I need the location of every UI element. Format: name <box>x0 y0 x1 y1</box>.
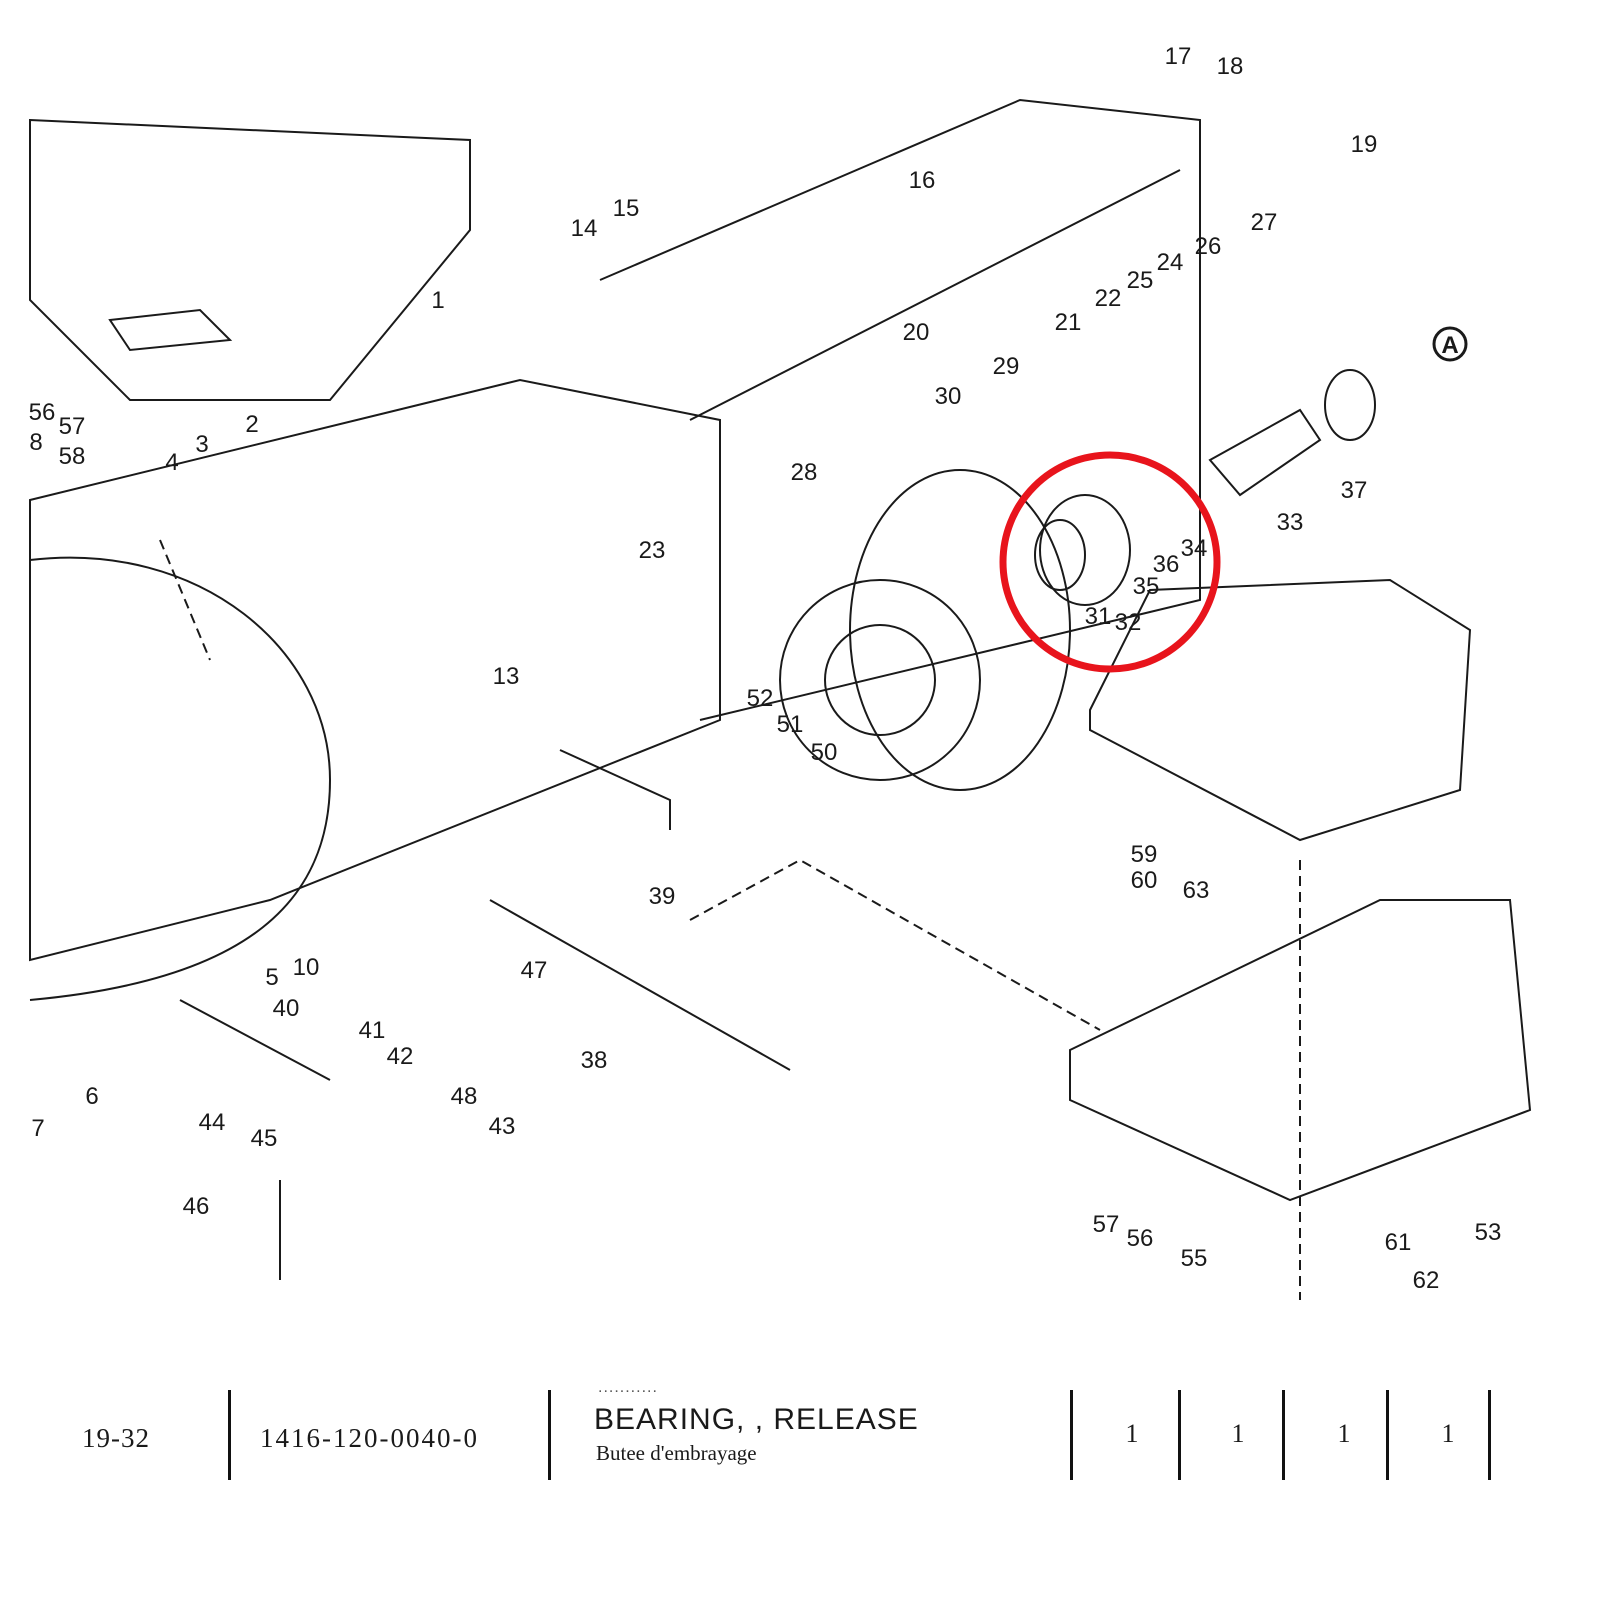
callout-19: 19 <box>1351 131 1378 158</box>
release-bearing-part <box>1039 494 1131 606</box>
callout-47: 47 <box>521 957 548 984</box>
callout-52: 52 <box>747 685 774 712</box>
callout-36: 36 <box>1153 551 1180 578</box>
callout-6: 6 <box>85 1083 98 1110</box>
callout-33: 33 <box>1277 509 1304 536</box>
callout-53: 53 <box>1475 1219 1502 1246</box>
column-divider <box>548 1390 551 1480</box>
callout-10: 10 <box>293 954 320 981</box>
callout-28: 28 <box>791 459 818 486</box>
callout-39: 39 <box>649 883 676 910</box>
callout-55: 55 <box>1181 1245 1208 1272</box>
callout-25: 25 <box>1127 267 1154 294</box>
quantity-3: 1 <box>1337 1419 1351 1448</box>
callout-21: 21 <box>1055 309 1082 336</box>
parts-list-row: 19-32 1416-120-0040-0 ........... BEARIN… <box>0 1379 1600 1495</box>
left-footplate <box>29 118 471 401</box>
callout-29: 29 <box>993 353 1020 380</box>
reference-number: 19-32 <box>82 1423 150 1453</box>
callout-63: 63 <box>1183 877 1210 904</box>
release-bearing-highlight <box>999 451 1221 673</box>
callout-7: 7 <box>31 1115 44 1142</box>
callout-61: 61 <box>1385 1229 1412 1256</box>
callout-14: 14 <box>571 215 598 242</box>
callout-43: 43 <box>489 1113 516 1140</box>
callout-40: 40 <box>273 995 300 1022</box>
right-footplate <box>1069 899 1532 1202</box>
column-divider <box>1282 1390 1285 1480</box>
callout-60: 60 <box>1131 867 1158 894</box>
callout-62: 62 <box>1413 1267 1440 1294</box>
callout-57: 57 <box>59 413 86 440</box>
marker-a: A <box>1432 326 1468 362</box>
callout-41: 41 <box>359 1017 386 1044</box>
clutch-disc <box>779 579 981 781</box>
quantity-2: 1 <box>1231 1419 1245 1448</box>
column-divider <box>1488 1390 1491 1480</box>
callout-17: 17 <box>1165 43 1192 70</box>
callout-48: 48 <box>451 1083 478 1110</box>
callout-13: 13 <box>493 663 520 690</box>
callout-44: 44 <box>199 1109 226 1136</box>
callout-38: 38 <box>581 1047 608 1074</box>
callout-51: 51 <box>777 711 804 738</box>
column-divider <box>1386 1390 1389 1480</box>
callout-56: 56 <box>1127 1225 1154 1252</box>
callout-37: 37 <box>1341 477 1368 504</box>
callout-20: 20 <box>903 319 930 346</box>
callout-58: 58 <box>59 443 86 470</box>
column-divider <box>1178 1390 1181 1480</box>
part-name-english: BEARING, , RELEASE <box>594 1403 919 1436</box>
callout-35: 35 <box>1133 573 1160 600</box>
callout-32: 32 <box>1115 609 1142 636</box>
callout-34: 34 <box>1181 535 1208 562</box>
pressure-plate <box>849 469 1071 791</box>
release-sleeve <box>1208 408 1322 497</box>
callout-59: 59 <box>1131 841 1158 868</box>
quantity-1: 1 <box>1125 1419 1139 1448</box>
callout-57: 57 <box>1093 1211 1120 1238</box>
cut-off-text: ........... <box>598 1379 658 1396</box>
callout-23: 23 <box>639 537 666 564</box>
callout-2: 2 <box>245 411 258 438</box>
callout-24: 24 <box>1157 249 1184 276</box>
callout-56: 56 <box>29 399 56 426</box>
callout-45: 45 <box>251 1125 278 1152</box>
callout-22: 22 <box>1095 285 1122 312</box>
callout-26: 26 <box>1195 233 1222 260</box>
callout-46: 46 <box>183 1193 210 1220</box>
quantity-4: 1 <box>1441 1419 1455 1448</box>
callout-4: 4 <box>165 449 178 476</box>
transmission-housing <box>29 378 721 962</box>
callout-1: 1 <box>431 287 444 314</box>
callout-27: 27 <box>1251 209 1278 236</box>
callout-30: 30 <box>935 383 962 410</box>
callout-16: 16 <box>909 167 936 194</box>
callout-3: 3 <box>195 431 208 458</box>
callout-50: 50 <box>811 739 838 766</box>
callout-5: 5 <box>265 964 278 991</box>
column-divider <box>228 1390 231 1480</box>
svg-text:A: A <box>1441 332 1458 359</box>
part-number: 1416-120-0040-0 <box>260 1423 479 1453</box>
right-step-plate <box>1089 578 1472 842</box>
callout-15: 15 <box>613 195 640 222</box>
part-name-french: Butee d'embrayage <box>596 1441 757 1465</box>
clutch-bell-housing <box>29 556 332 1001</box>
callout-31: 31 <box>1085 603 1112 630</box>
callout-42: 42 <box>387 1043 414 1070</box>
cross-shaft <box>489 899 791 1071</box>
column-divider <box>1070 1390 1073 1480</box>
callout-8: 8 <box>29 429 42 456</box>
callout-18: 18 <box>1217 53 1244 80</box>
